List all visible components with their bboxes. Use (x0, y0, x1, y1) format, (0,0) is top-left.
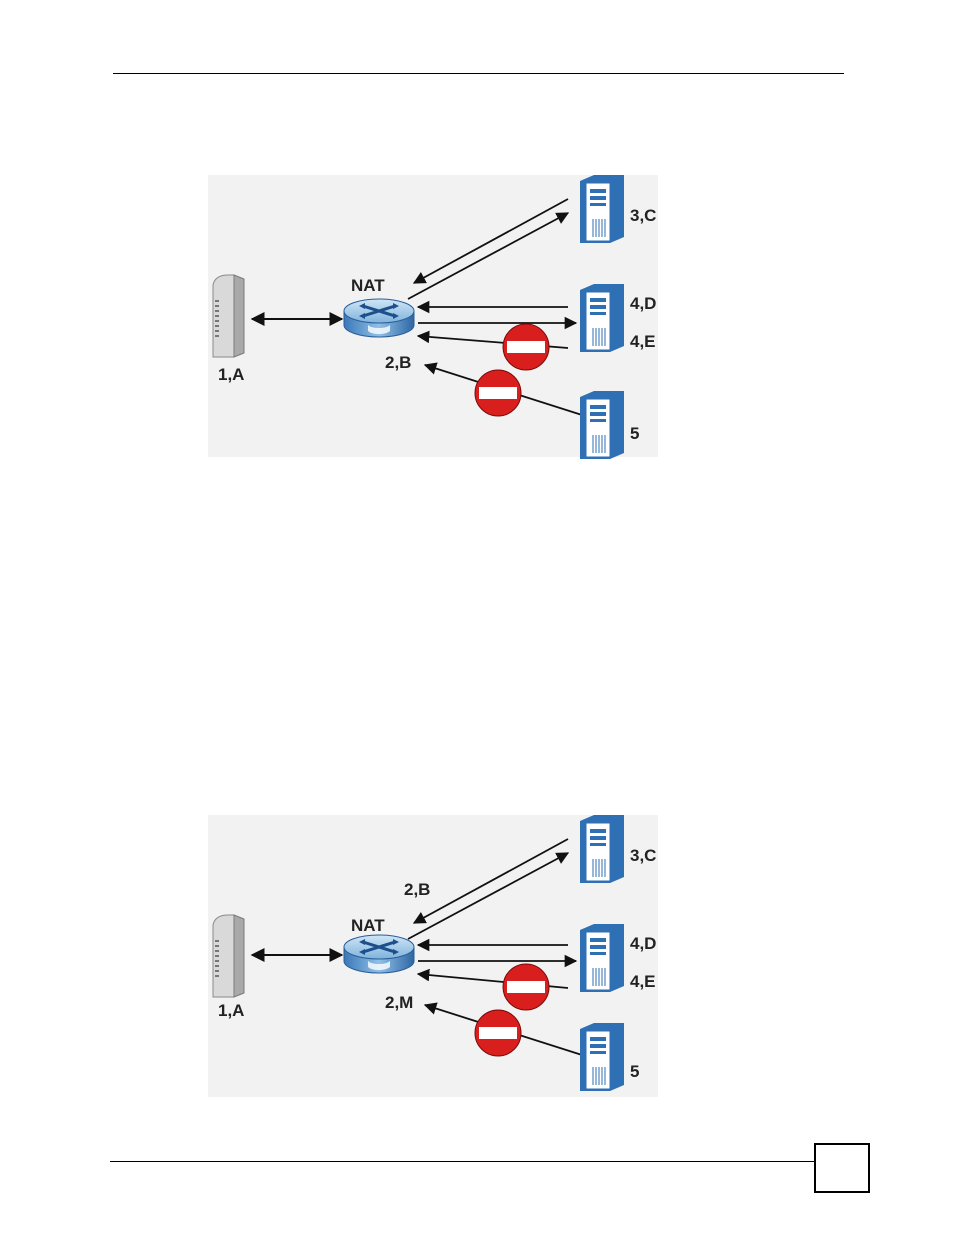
nat-label: NAT (351, 916, 385, 935)
blocked-icon (475, 370, 521, 416)
blocked-icon (503, 964, 549, 1010)
client-label: 1,A (218, 1001, 244, 1020)
footer-rule (110, 1161, 816, 1162)
client-device-icon (213, 915, 244, 997)
server-icon (580, 284, 624, 352)
nat-diagram-1: 1,A NAT 2,B (208, 175, 658, 457)
server-label: 5 (630, 1062, 639, 1081)
server-label: 5 (630, 424, 639, 443)
router-label: 2,B (385, 353, 411, 372)
router-label: 2,M (385, 993, 413, 1012)
upper-label: 2,B (404, 880, 430, 899)
server-icon (580, 1023, 624, 1091)
nat-diagram-2: 1,A 2,B NAT 2,M (208, 815, 658, 1097)
router-to-server3-arrow (408, 853, 568, 939)
server-icon (580, 175, 624, 243)
diagram-canvas: 1,A NAT 2,B (208, 175, 658, 457)
server-icon (580, 815, 624, 883)
server-label: 3,C (630, 846, 656, 865)
server3-to-router-arrow (414, 199, 568, 283)
server-label: 3,C (630, 206, 656, 225)
header-rule (113, 73, 844, 74)
server-icon (580, 391, 624, 459)
diagram-canvas: 1,A 2,B NAT 2,M (208, 815, 658, 1097)
client-device-icon (213, 275, 244, 357)
server3-to-router-arrow (414, 839, 568, 923)
blocked-icon (475, 1010, 521, 1056)
page-number-box (814, 1143, 870, 1193)
blocked-icon (503, 324, 549, 370)
nat-router-icon (344, 299, 414, 337)
server-icon (580, 924, 624, 992)
server-label: 4,D (630, 294, 656, 313)
router-to-server3-arrow (408, 213, 568, 299)
server-label: 4,E (630, 332, 656, 351)
nat-label: NAT (351, 276, 385, 295)
server-label: 4,D (630, 934, 656, 953)
client-label: 1,A (218, 365, 244, 384)
nat-router-icon (344, 935, 414, 973)
server-label: 4,E (630, 972, 656, 991)
